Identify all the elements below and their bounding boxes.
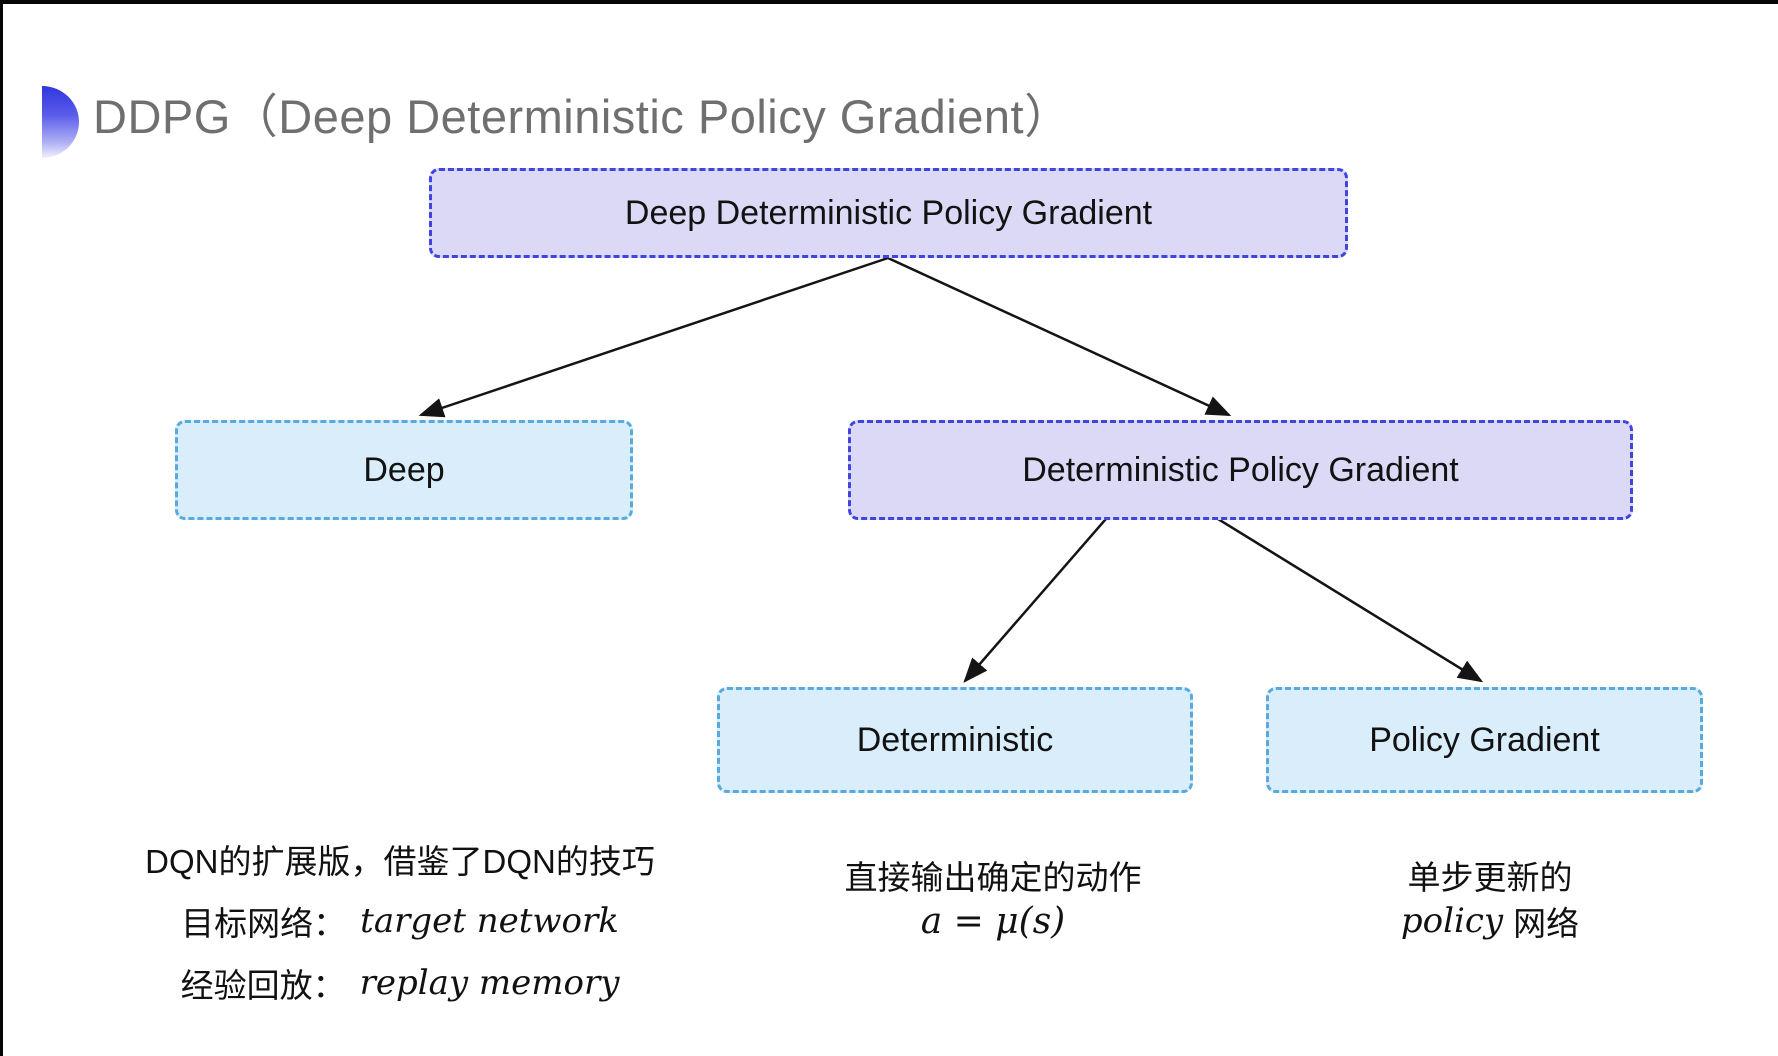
note-policy-gradient: 单步更新的 policy 网络: [1280, 852, 1700, 944]
note-deep: DQN的扩展版，借鉴了DQN的技巧 目标网络： target network 经…: [120, 828, 680, 1014]
note-policy-line1: 单步更新的: [1407, 859, 1573, 896]
note-deep-line3: 经验回放： replay memory: [180, 963, 620, 1004]
node-root-label: Deep Deterministic Policy Gradient: [624, 193, 1153, 232]
note-deterministic-line1: 直接输出确定的动作: [844, 859, 1142, 896]
note-deterministic-formula: a = μ(s): [920, 900, 1066, 942]
note-deterministic: 直接输出确定的动作 a = μ(s): [763, 852, 1223, 944]
note-deep-line2: 目标网络： target network: [181, 901, 619, 942]
node-deep: Deep: [175, 420, 633, 520]
arrow-root-to-deep: [418, 256, 889, 418]
node-dpg-label: Deterministic Policy Gradient: [1022, 450, 1459, 489]
node-deterministic: Deterministic: [717, 687, 1193, 793]
arrow-root-to-dpg: [887, 256, 1232, 417]
node-policy-gradient-label: Policy Gradient: [1369, 720, 1600, 759]
node-root: Deep Deterministic Policy Gradient: [429, 168, 1348, 258]
bullet-semicircle-icon: [42, 86, 79, 158]
node-deep-label: Deep: [363, 450, 445, 489]
note-policy-line2: policy 网络: [1400, 901, 1580, 942]
node-deterministic-policy-gradient: Deterministic Policy Gradient: [848, 420, 1633, 520]
note-deep-line1: DQN的扩展版，借鉴了DQN的技巧: [145, 843, 655, 880]
node-policy-gradient: Policy Gradient: [1266, 687, 1703, 793]
node-deterministic-label: Deterministic: [856, 720, 1054, 759]
page-title: DDPG（Deep Deterministic Policy Gradient）: [93, 90, 1072, 143]
